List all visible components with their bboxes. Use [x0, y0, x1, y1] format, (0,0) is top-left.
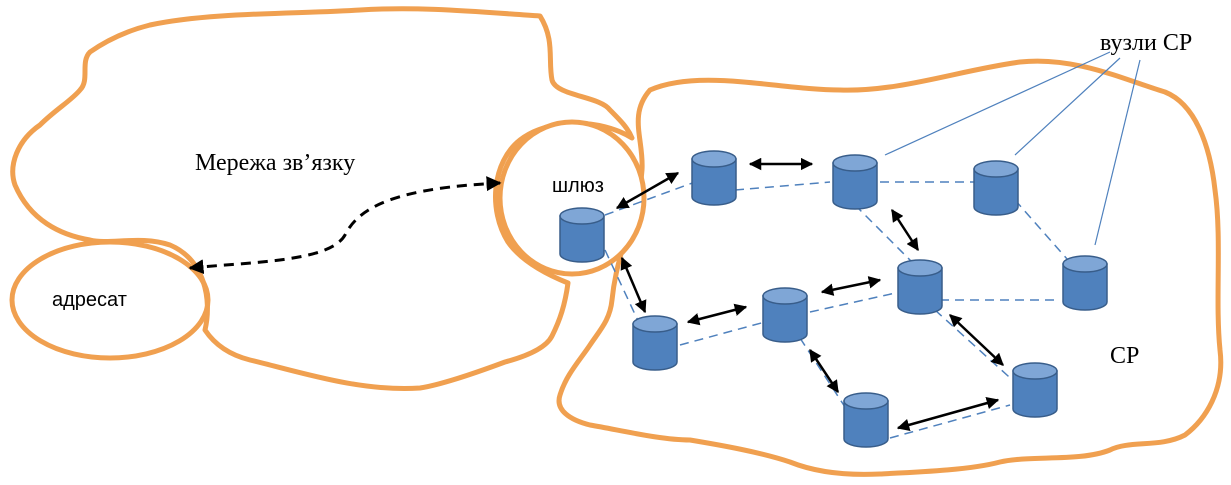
double-headed-arrow-icon [620, 256, 647, 314]
double-headed-arrow-icon [615, 171, 680, 210]
link [809, 291, 901, 313]
system-nodes [559, 150, 1108, 448]
distributed-system-label: СР [1110, 343, 1139, 369]
double-headed-arrow-icon [949, 314, 1004, 366]
addressee-label: адресат [52, 289, 127, 311]
database-cylinder-icon [559, 207, 605, 263]
distributed-system-outline [556, 58, 1224, 477]
database-cylinder-icon [1012, 362, 1058, 418]
database-cylinder-icon [762, 287, 808, 343]
network-label: Мережа зв’язку [195, 150, 355, 176]
double-headed-arrow-icon [808, 348, 840, 394]
link [1014, 199, 1076, 269]
pointer-line [1094, 59, 1141, 246]
database-cylinder-icon [632, 315, 678, 371]
database-cylinder-icon [973, 160, 1019, 216]
database-cylinder-icon [691, 150, 737, 206]
communication-network-outline [10, 6, 635, 392]
link [889, 404, 1011, 439]
database-cylinder-icon [897, 259, 943, 315]
double-headed-arrow-icon [820, 276, 882, 296]
gateway-label: шлюз [552, 175, 604, 197]
nodes-label: вузли СР [1100, 30, 1192, 56]
node-links [604, 181, 1076, 439]
pointer-line [1014, 57, 1121, 156]
pointer-line [884, 51, 1111, 156]
link [854, 204, 921, 271]
dashed-route-arrow [188, 176, 502, 275]
database-cylinder-icon [832, 154, 878, 210]
link [679, 321, 766, 346]
double-headed-arrow-icon [896, 397, 1000, 431]
double-headed-arrow-icon [686, 303, 748, 326]
link [934, 309, 1019, 386]
addressee-outline [9, 239, 211, 361]
double-headed-arrow-icon [890, 208, 920, 252]
data-exchange-arrows [615, 157, 1004, 431]
link [734, 181, 831, 191]
database-cylinder-icon [843, 392, 889, 448]
node-pointer-lines [884, 51, 1141, 246]
database-cylinder-icon [1062, 255, 1108, 311]
